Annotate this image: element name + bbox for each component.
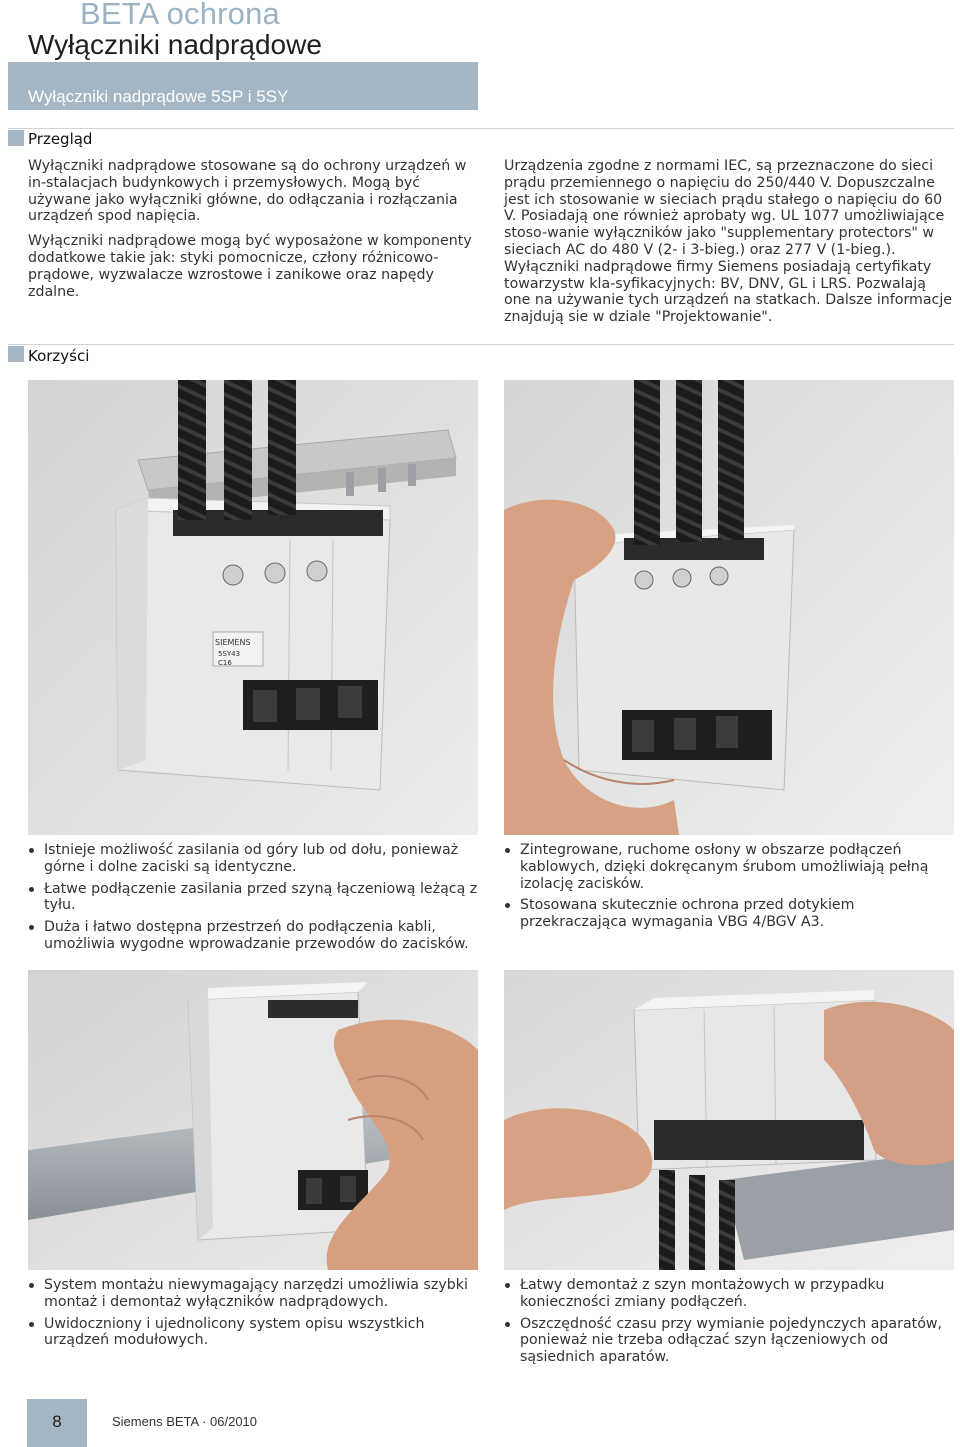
overview-heading: Przegląd	[28, 130, 93, 148]
benefits-list-1-left: Istnieje możliwość zasilania od góry lub…	[28, 842, 478, 958]
overview-right-text: Urządzenia zgodne z normami IEC, są prze…	[504, 158, 952, 326]
section-divider	[8, 128, 954, 129]
overview-right-paragraph: Urządzenia zgodne z normami IEC, są prze…	[504, 158, 953, 326]
breakers-busbar-illustration: SIEMENS 5SY43 C16	[28, 380, 478, 835]
list-item: Zintegrowane, ruchome osłony w obszarze …	[504, 842, 954, 892]
list-item: Łatwe podłączenie zasilania przed szyną …	[28, 881, 478, 915]
list-item: System montażu niewymagający narzędzi um…	[28, 1277, 478, 1311]
section-marker	[8, 130, 24, 146]
page-title: Wyłączniki nadprądowe	[28, 29, 322, 60]
page-number-box: 8	[27, 1399, 87, 1447]
device-rating-label: C16	[218, 659, 232, 667]
photo-breakers-busbar: SIEMENS 5SY43 C16	[28, 380, 478, 835]
list-item: Stosowana skutecznie ochrona przed dotyk…	[504, 897, 954, 931]
list-item: Uwidoczniony i ujednolicony system opisu…	[28, 1316, 478, 1350]
overview-left-paragraph-2: Wyłączniki nadprądowe mogą być wyposażon…	[28, 233, 472, 300]
hand-cover-illustration	[504, 380, 954, 835]
photo-hand-cover	[504, 380, 954, 835]
list-item: Duża i łatwo dostępna przestrzeń do podł…	[28, 919, 478, 953]
device-model-label: 5SY43	[218, 650, 240, 658]
list-item: Łatwy demontaż z szyn montażowych w przy…	[504, 1277, 954, 1311]
list-item: Oszczędność czasu przy wymianie pojedync…	[504, 1316, 954, 1366]
list-item: Istnieje możliwość zasilania od góry lub…	[28, 842, 478, 876]
photo-din-rail-mounting	[28, 970, 478, 1270]
brand-title: BETA ochrona	[80, 0, 280, 31]
benefits-heading: Korzyści	[28, 347, 90, 365]
overview-left-text: Wyłączniki nadprądowe stosowane są do oc…	[28, 158, 478, 300]
rail-removal-illustration	[504, 970, 954, 1270]
section-banner: Wyłączniki nadprądowe 5SP i 5SY	[8, 62, 478, 110]
section-marker	[8, 346, 24, 362]
benefits-list-2-right: Łatwy demontaż z szyn montażowych w przy…	[504, 1277, 954, 1371]
overview-left-paragraph-1: Wyłączniki nadprądowe stosowane są do oc…	[28, 158, 467, 225]
benefits-list-1-right: Zintegrowane, ruchome osłony w obszarze …	[504, 842, 954, 936]
footer-text: Siemens BETA · 06/2010	[112, 1414, 258, 1429]
din-rail-illustration	[28, 970, 478, 1270]
section-divider	[8, 344, 954, 345]
benefits-list-2-left: System montażu niewymagający narzędzi um…	[28, 1277, 478, 1354]
page-number: 8	[52, 1412, 62, 1431]
banner-label: Wyłączniki nadprądowe 5SP i 5SY	[28, 87, 289, 106]
device-brand-label: SIEMENS	[215, 638, 251, 647]
photo-rail-removal	[504, 970, 954, 1270]
